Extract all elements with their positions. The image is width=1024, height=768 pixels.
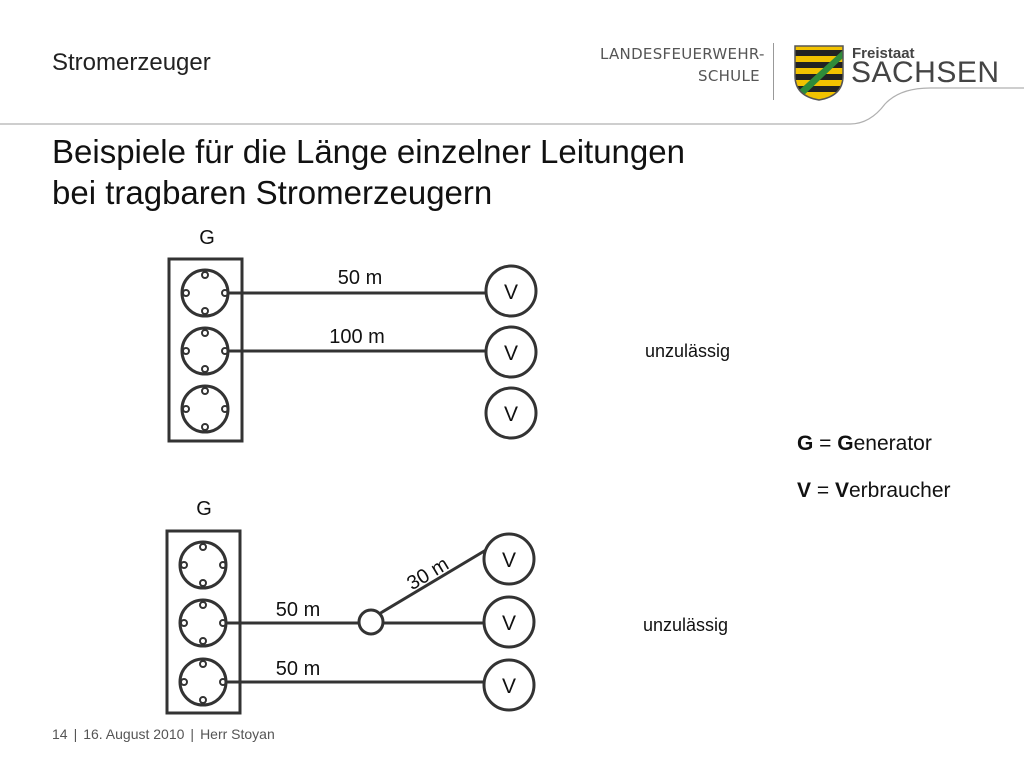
- consumer-label: V: [502, 675, 516, 698]
- generator-label: G: [199, 227, 215, 249]
- footer-date: 16. August 2010: [83, 726, 185, 742]
- cable-length-label: 50 m: [276, 599, 320, 621]
- logo-freistaat: Freistaat: [852, 45, 915, 62]
- footer-author: Herr Stoyan: [200, 726, 275, 742]
- logo-divider: [773, 43, 774, 100]
- legend-word-rest: erbraucher: [848, 479, 951, 502]
- cable-length-label: 50 m: [338, 267, 382, 289]
- footer-separator: |: [73, 726, 78, 742]
- cable-length-label: 50 m: [276, 658, 320, 680]
- consumer-node: V: [484, 264, 538, 318]
- consumer-node: V: [482, 532, 536, 586]
- consumer-label: V: [502, 612, 516, 635]
- legend-bold-letter: G: [837, 432, 854, 455]
- consumer-label: V: [504, 281, 518, 304]
- footer-separator: |: [190, 726, 195, 742]
- generator-label: G: [196, 498, 212, 520]
- landesfeuerwehrschule-logo: LANDESFEUERWEHR- SCHULE: [600, 43, 765, 87]
- logo-school-line2: SCHULE: [698, 67, 760, 85]
- slide-title-line2: bei tragbaren Stromerzeugern: [52, 174, 493, 211]
- slide-title-line1: Beispiele für die Länge einzelner Leitun…: [52, 133, 685, 170]
- header-title: Stromerzeuger: [52, 49, 211, 76]
- slide-title: Beispiele für die Länge einzelner Leitun…: [52, 131, 685, 213]
- branch-cable-line: [378, 548, 487, 616]
- consumer-node: V: [482, 658, 536, 712]
- diagram-bottom: G 50 m 50 m 30 m: [165, 498, 536, 715]
- legend-equals: =: [811, 479, 835, 502]
- socket-icon: [178, 540, 228, 590]
- legend-generator: G = Generator: [797, 432, 932, 456]
- legend-equals: =: [813, 432, 838, 455]
- status-label-top: unzulässig: [645, 341, 731, 361]
- socket-icon: [178, 598, 228, 648]
- logo-school-line1: LANDESFEUERWEHR-: [600, 45, 765, 63]
- legend-key: G: [797, 432, 814, 455]
- distributor-node: [357, 608, 385, 636]
- legend-bold-letter: V: [834, 479, 849, 502]
- consumer-label: V: [502, 549, 516, 572]
- consumer-node: V: [482, 595, 536, 649]
- legend-key: V: [797, 479, 812, 502]
- consumer-label: V: [504, 342, 518, 365]
- diagram-top: G 50 m 100 m V: [167, 227, 538, 443]
- status-label-bottom: unzulässig: [643, 615, 729, 635]
- consumer-label: V: [504, 403, 518, 426]
- branch-length-label: 30 m: [403, 553, 452, 595]
- legend-word-rest: enerator: [853, 432, 932, 455]
- consumer-node: V: [484, 325, 538, 379]
- cable-length-label: 100 m: [329, 326, 385, 348]
- socket-icon: [180, 384, 230, 434]
- logo-sachsen: SACHSEN: [851, 56, 1000, 89]
- socket-icon: [180, 326, 230, 376]
- socket-icon: [180, 268, 230, 318]
- page-number: 14: [52, 726, 68, 742]
- legend-consumer: V = Verbraucher: [797, 479, 951, 503]
- footer: 14 | 16. August 2010 | Herr Stoyan: [52, 726, 275, 742]
- socket-icon: [178, 657, 228, 707]
- consumer-node: V: [484, 386, 538, 440]
